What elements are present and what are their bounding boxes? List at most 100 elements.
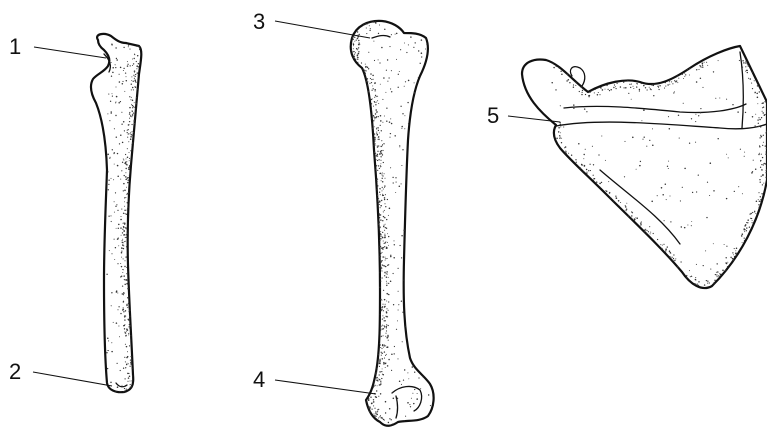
stipple-dot — [124, 130, 125, 131]
stipple-dot — [124, 378, 125, 379]
stipple-dot — [405, 416, 406, 417]
stipple-dot — [113, 179, 114, 180]
stipple-dot — [129, 165, 131, 167]
stipple-dot — [573, 104, 574, 105]
stipple-dot — [384, 299, 386, 301]
stipple-dot — [713, 243, 714, 244]
stipple-dot — [405, 81, 406, 82]
stipple-dot — [380, 207, 381, 208]
stipple-dot — [760, 160, 761, 161]
stipple-dot — [738, 186, 739, 187]
stipple-dot — [755, 168, 756, 169]
stipple-dot — [669, 81, 670, 82]
stipple-dot — [373, 88, 374, 89]
stipple-dot — [128, 311, 129, 312]
stipple-dot — [107, 350, 108, 351]
stipple-dot — [765, 114, 766, 115]
stipple-dot — [355, 52, 356, 53]
stipple-dot — [120, 101, 121, 102]
stipple-dot — [381, 352, 382, 353]
stipple-dot — [754, 211, 755, 212]
stipple-dot — [379, 214, 380, 215]
stipple-dot — [130, 335, 131, 336]
stipple-dot — [379, 173, 381, 175]
stipple-dot — [408, 44, 409, 45]
stipple-dot — [686, 275, 687, 276]
stipple-dot — [374, 83, 375, 84]
stipple-dot — [125, 179, 127, 181]
stipple-dot — [129, 49, 130, 50]
stipple-dot — [108, 216, 109, 217]
stipple-dot — [381, 269, 382, 270]
stipple-dot — [371, 403, 372, 404]
stipple-dot — [388, 340, 389, 341]
stipple-dot — [669, 250, 671, 252]
stipple-dot — [127, 130, 128, 131]
stipple-dot — [370, 396, 371, 397]
stipple-dot — [376, 133, 377, 134]
stipple-dot — [117, 175, 119, 177]
stipple-dot — [377, 134, 378, 135]
stipple-dot — [377, 178, 378, 179]
stipple-dot — [357, 49, 358, 50]
stipple-dot — [124, 260, 125, 261]
stipple-dot — [122, 142, 124, 144]
stipple-dot — [624, 141, 625, 142]
stipple-dot — [378, 103, 379, 104]
stipple-dot — [366, 33, 367, 34]
stipple-dot — [402, 149, 403, 150]
stipple-dot — [124, 241, 125, 242]
stipple-dot — [752, 116, 754, 118]
stipple-dot — [404, 369, 405, 370]
stipple-dot — [131, 97, 132, 98]
stipple-dot — [126, 328, 128, 330]
stipple-dot — [126, 237, 128, 239]
stipple-dot — [125, 72, 126, 73]
stipple-dot — [109, 120, 110, 121]
stipple-dot — [132, 107, 133, 108]
stipple-dot — [749, 213, 750, 214]
stipple-dot — [667, 166, 668, 167]
stipple-dot — [369, 83, 370, 84]
stipple-dot — [648, 231, 649, 232]
stipple-dot — [122, 229, 123, 230]
stipple-dot — [122, 81, 123, 82]
stipple-dot — [132, 111, 133, 112]
stipple-dot — [382, 150, 383, 151]
stipple-dot — [716, 274, 717, 275]
stipple-dot — [672, 83, 673, 84]
stipple-dot — [380, 314, 381, 315]
stipple-dot — [129, 175, 130, 176]
stipple-dot — [698, 69, 699, 70]
stipple-dot — [111, 221, 112, 222]
stipple-dot — [123, 292, 124, 293]
stipple-dot — [114, 164, 115, 165]
stipple-dot — [381, 300, 382, 301]
stipple-dot — [710, 269, 711, 270]
stipple-dot — [384, 217, 385, 218]
stipple-dot — [743, 62, 745, 64]
stipple-dot — [386, 271, 388, 273]
stipple-dot — [137, 89, 138, 90]
stipple-dot — [116, 228, 117, 229]
stipple-dot — [371, 99, 372, 100]
stipple-dot — [681, 226, 682, 227]
stipple-dot — [357, 31, 358, 32]
stipple-dot — [398, 268, 399, 269]
stipple-dot — [691, 225, 692, 226]
stipple-dot — [559, 138, 560, 139]
stipple-dot — [382, 358, 383, 359]
stipple-dot — [393, 273, 394, 274]
stipple-dot — [741, 235, 743, 237]
stipple-dot — [632, 137, 634, 139]
stipple-dot — [381, 355, 382, 356]
stipple-dot — [126, 279, 127, 280]
stipple-dot — [378, 224, 379, 225]
stipple-dot — [601, 135, 602, 136]
stipple-dot — [695, 121, 696, 122]
stipple-dot — [130, 384, 131, 385]
stipple-dot — [112, 67, 114, 69]
stipple-dot — [383, 226, 384, 227]
stipple-dot — [126, 246, 127, 247]
stipple-dot — [722, 273, 723, 274]
